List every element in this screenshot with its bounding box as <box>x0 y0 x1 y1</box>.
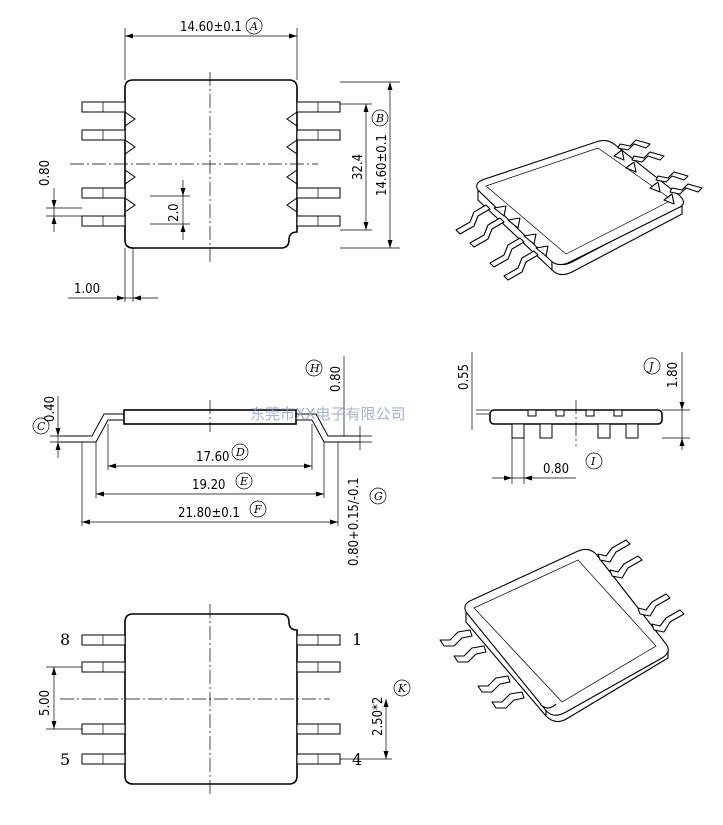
isometric-bottom-right-leads <box>597 539 685 633</box>
isometric-bottom-left-leads <box>439 629 525 709</box>
tag-e: E <box>239 475 248 488</box>
end-view: 0.55 1.80 J 0.80 I <box>457 352 690 484</box>
isometric-view-top <box>455 139 703 281</box>
dim-h-label: 0.80 <box>329 366 344 392</box>
isometric-top-left-leads <box>455 204 549 281</box>
side-view: 0.40 C 0.80 H 17.60 D 19.20 E 21.80±0. <box>32 356 387 566</box>
lead-dim-label: 1.00 <box>74 282 100 297</box>
row-dim-label: 5.00 <box>38 690 53 716</box>
tag-d: D <box>235 446 245 459</box>
dim-d-label: 17.60 <box>196 450 229 465</box>
pitch-dim-label: 32.4 <box>351 154 366 180</box>
isometric-top-right-leads <box>613 139 703 205</box>
tag-h: H <box>309 362 320 375</box>
watermark: 东莞市XX电子有限公司 <box>250 405 406 423</box>
height-tag: B <box>375 112 384 125</box>
top-view: 14.60±0.1 A 14.60±0.1 B 32.4 2.0 0.80 <box>38 17 400 302</box>
bottom-view: 8 5 1 4 5.00 2.50*2 K <box>38 604 411 796</box>
dim-g-label: 0.80+0.15/-0.1 <box>347 477 362 566</box>
bottom-view-right-pins <box>296 634 341 765</box>
top-view-left-pins <box>81 101 126 227</box>
dim-055-label: 0.55 <box>457 364 472 390</box>
gap-dim-label: 2.0 <box>167 203 182 222</box>
pitch-k-dim-label: 2.50*2 <box>371 697 386 736</box>
end-view-pin <box>539 423 553 439</box>
width-tag: A <box>249 20 258 33</box>
pin-number-1: 1 <box>352 630 362 649</box>
pin-width-dim-label: 0.80 <box>38 160 53 186</box>
dim-f-label: 21.80±0.1 <box>178 506 240 521</box>
top-view-pin-triangles <box>124 111 298 213</box>
dim-c-label: 0.40 <box>43 396 58 422</box>
end-view-pin <box>597 423 611 439</box>
end-view-pin <box>511 423 525 439</box>
dim-j-label: 1.80 <box>666 362 681 388</box>
pin-number-8: 8 <box>60 630 70 649</box>
height-dim-label: 14.60±0.1 <box>375 134 390 196</box>
tag-k: K <box>397 682 407 695</box>
dim-e-label: 19.20 <box>192 478 225 493</box>
tag-f: F <box>253 503 262 516</box>
pin-number-5: 5 <box>60 750 70 769</box>
tag-g: G <box>374 490 383 503</box>
dim-i-label: 0.80 <box>543 462 569 477</box>
tag-c: C <box>37 420 46 433</box>
tag-j: J <box>647 360 654 373</box>
top-view-right-pins <box>296 101 341 227</box>
bottom-view-left-pins <box>81 634 126 765</box>
tag-i: I <box>590 455 596 468</box>
pin-number-4: 4 <box>352 750 362 769</box>
isometric-view-bottom <box>439 539 685 723</box>
width-dim-label: 14.60±0.1 <box>180 20 242 35</box>
end-view-pin <box>625 423 639 439</box>
